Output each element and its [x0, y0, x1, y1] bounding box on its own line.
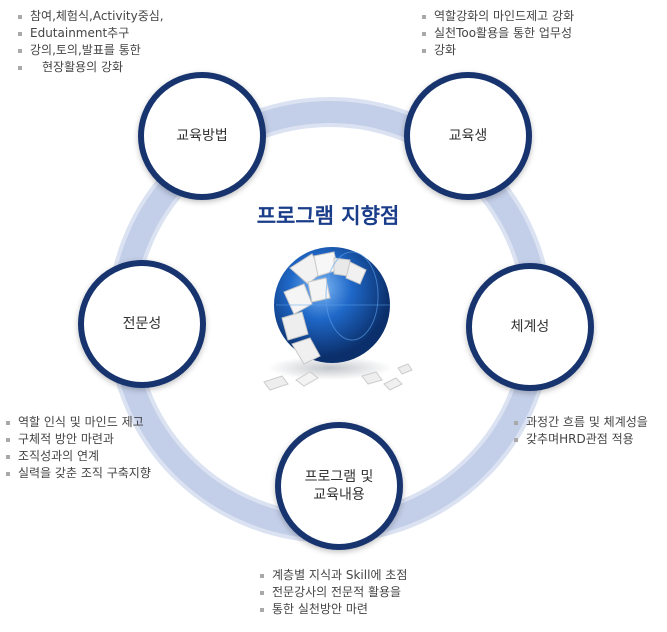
note-method: 참여,체험식,Activity중심, Edutainment추구 강의,토의,발…	[16, 8, 164, 76]
note-method-item: Edutainment추구	[16, 25, 164, 42]
node-learner: 교육생	[404, 72, 532, 200]
note-system: 과정간 흐름 및 체계성을 갖추며HRD관점 적용	[512, 414, 648, 448]
note-program-item: 전문강사의 전문적 활용을	[258, 584, 407, 601]
note-system-item: 갖추며HRD관점 적용	[512, 431, 648, 448]
node-expertise-label: 전문성	[122, 316, 162, 332]
note-learner-item: 실천Too활용을 통한 업무성	[420, 25, 574, 42]
node-method-label: 교육방법	[176, 128, 228, 144]
note-expertise-item: 실력을 갖춘 조직 구축지향	[4, 465, 151, 482]
node-expertise: 전문성	[78, 260, 206, 388]
diagram-title: 프로그램 지향점	[256, 204, 400, 228]
note-system-item: 과정간 흐름 및 체계성을	[512, 414, 648, 431]
node-learner-label: 교육생	[448, 128, 488, 144]
note-program-item: 통한 실천방안 마련	[258, 601, 407, 618]
note-program-item: 계층별 지식과 Skill에 초점	[258, 567, 407, 584]
node-system: 체계성	[466, 263, 594, 391]
note-learner-item: 강화	[420, 42, 574, 59]
note-program: 계층별 지식과 Skill에 초점 전문강사의 전문적 활용을 통한 실천방안 …	[258, 567, 407, 618]
note-expertise-item: 조직성과의 연계	[4, 448, 151, 465]
node-program: 프로그램 및 교육내용	[275, 422, 403, 550]
note-expertise: 역할 인식 및 마인드 제고 구체적 방안 마련과 조직성과의 연계 실력을 갖…	[4, 414, 151, 482]
note-method-item: 참여,체험식,Activity중심,	[16, 8, 164, 25]
note-method-item: 강의,토의,발표를 통한	[16, 42, 164, 59]
node-program-label: 프로그램 및 교육내용	[304, 469, 374, 503]
globe-puzzle-icon	[263, 247, 413, 391]
note-expertise-item: 역할 인식 및 마인드 제고	[4, 414, 151, 431]
note-method-item: 현장활용의 강화	[16, 59, 164, 76]
note-learner-item: 역할강화의 마인드제고 강화	[420, 8, 574, 25]
note-learner: 역할강화의 마인드제고 강화 실천Too활용을 통한 업무성 강화	[420, 8, 574, 59]
node-system-label: 체계성	[510, 319, 550, 335]
note-expertise-item: 구체적 방안 마련과	[4, 431, 151, 448]
node-method: 교육방법	[138, 72, 266, 200]
